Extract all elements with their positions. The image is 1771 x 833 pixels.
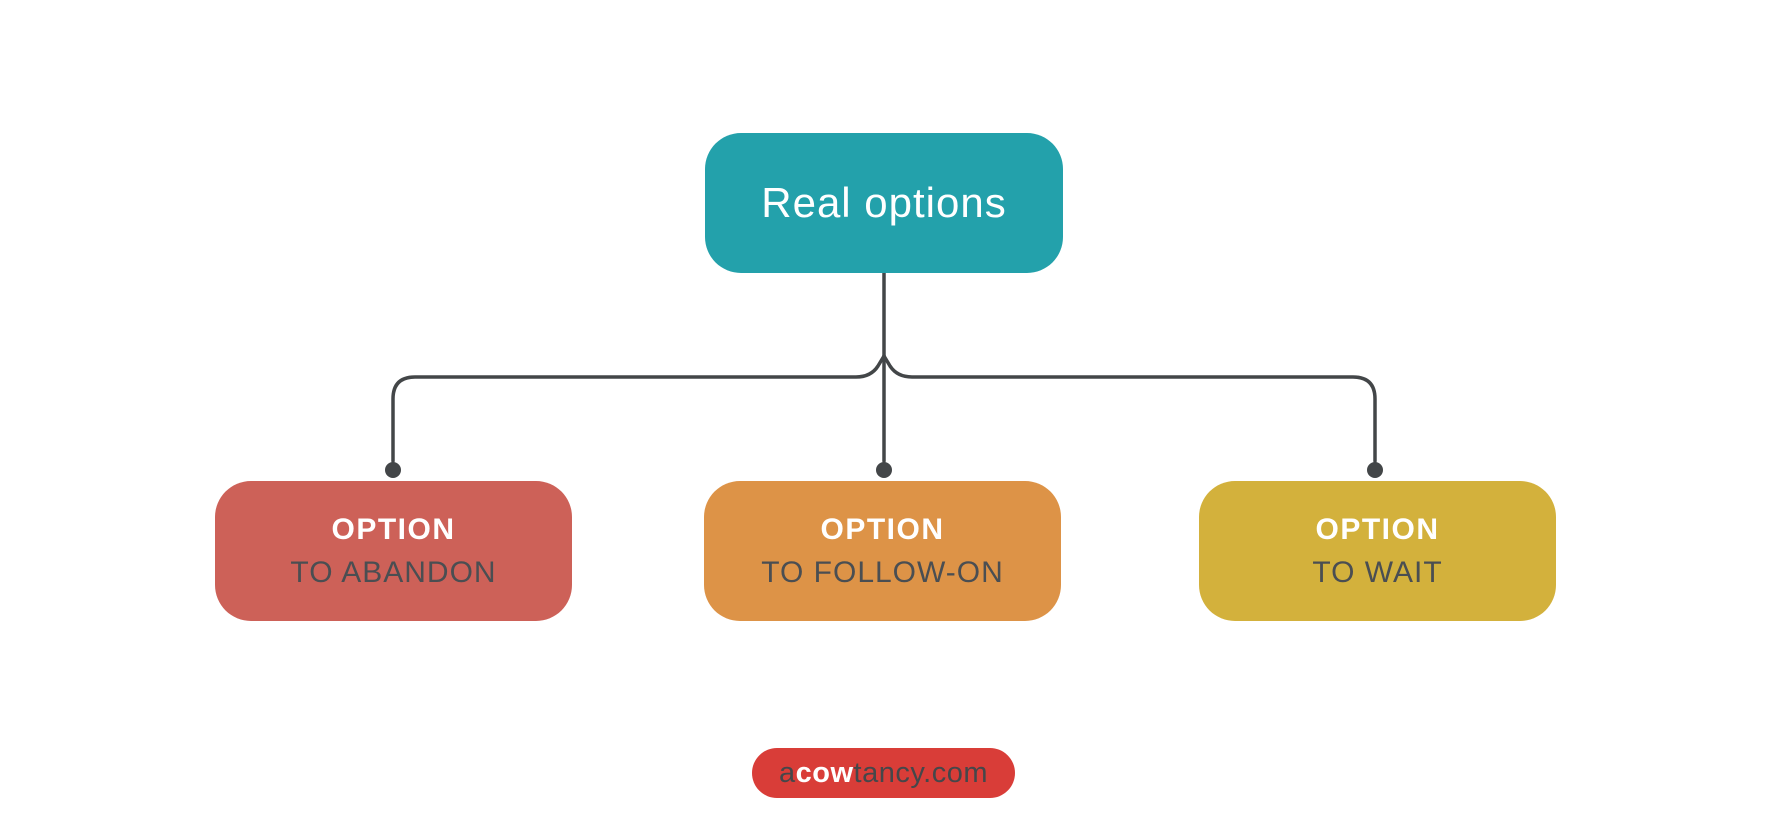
- node-subtitle: TO FOLLOW-ON: [761, 555, 1004, 589]
- node-title: OPTION: [331, 512, 456, 546]
- node-title: OPTION: [820, 512, 945, 546]
- node-subtitle: TO ABANDON: [290, 555, 497, 589]
- node-label: Real options: [761, 179, 1007, 226]
- connector-dot-right: [1367, 462, 1383, 478]
- connector-dot-middle: [876, 462, 892, 478]
- node-title: OPTION: [1315, 512, 1440, 546]
- connector-branch-left: [391, 354, 886, 463]
- connector-dot-left: [385, 462, 401, 478]
- brand-text-suffix: tancy.com: [853, 756, 989, 789]
- diagram-node-option-to-follow-on: OPTION TO FOLLOW-ON: [704, 481, 1061, 621]
- diagram-node-option-to-abandon: OPTION TO ABANDON: [215, 481, 572, 621]
- connector-branch-right: [882, 354, 1377, 463]
- node-subtitle: TO WAIT: [1312, 555, 1443, 589]
- diagram-node-real-options: Real options: [705, 133, 1063, 273]
- brand-text-cow: cow: [795, 756, 854, 789]
- brand-text-prefix: a: [778, 756, 796, 789]
- diagram-node-option-to-wait: OPTION TO WAIT: [1199, 481, 1556, 621]
